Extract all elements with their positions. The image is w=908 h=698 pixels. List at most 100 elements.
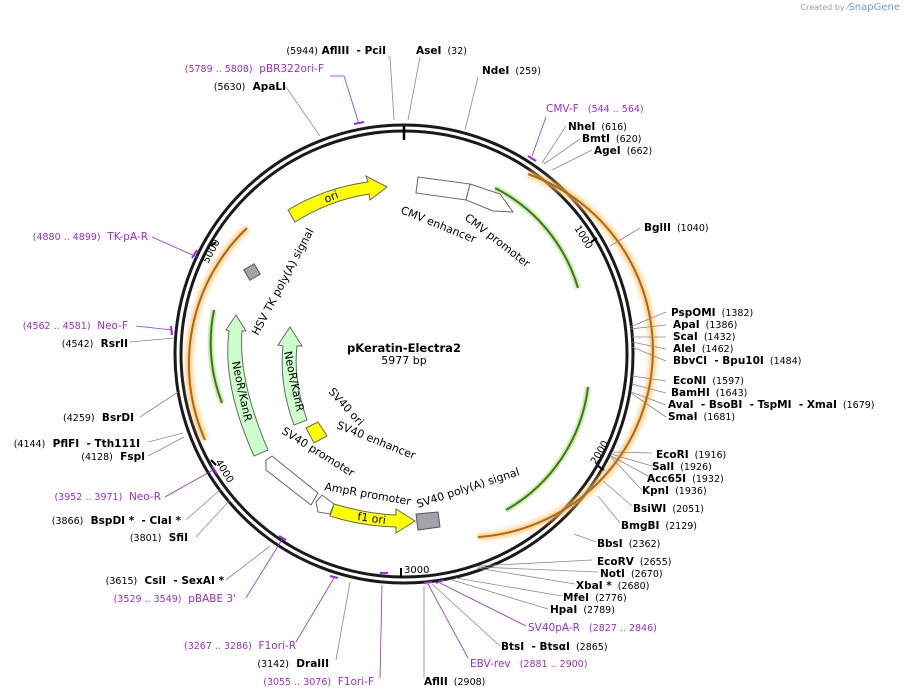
- site-label-part: (5944): [286, 46, 318, 57]
- site-label-part: AvaI: [668, 399, 694, 411]
- snapgene-credit: Created by ⁄SnapGene: [801, 2, 900, 13]
- site-label-part: (1932): [686, 474, 724, 485]
- site-label-part: (544 .. 564): [579, 104, 644, 115]
- site-label-part: (2362): [623, 539, 661, 550]
- feature-label-sv40-enhancer: SV40 enhancer: [335, 419, 418, 463]
- site-label-part: (1462): [696, 344, 734, 355]
- site-label: SV40pA-R (2827 .. 2846): [528, 622, 657, 634]
- site-label-part: AgeI: [594, 145, 621, 157]
- site-label-part: (1926): [674, 462, 712, 473]
- site-label-part: (2789): [577, 605, 615, 616]
- orf-green-bottom-line: [505, 386, 589, 511]
- site-label-part: (662): [621, 146, 653, 157]
- site-label: EcoNI (1597): [673, 375, 744, 387]
- site-label-part: AflII: [424, 676, 448, 688]
- site-label-part: (4128): [81, 452, 113, 463]
- site-label-part: (3866): [52, 516, 84, 527]
- site-label-part: BmgBI: [621, 520, 659, 532]
- site-label: NdeI (259): [482, 65, 541, 77]
- site-label: (5944) AflIII - PciI: [286, 45, 386, 57]
- site-label-part: (1936): [669, 486, 707, 497]
- site-label-part: PspOMI: [671, 307, 716, 319]
- site-label: (3952 .. 3971) Neo-R: [54, 491, 161, 503]
- site-label-part: BtsI: [501, 641, 524, 653]
- plasmid-name: pKeratin-Electra2: [347, 341, 461, 355]
- site-label: BmgBI (2129): [621, 520, 697, 532]
- site-label: NotI (2670): [600, 568, 663, 580]
- tick-2000: [597, 465, 605, 471]
- site-label-part: pBR322ori-F: [253, 63, 324, 75]
- sv40-polya-box: [415, 511, 441, 531]
- site-label: AvaI - BsoBI - TspMI - XmaI (1679): [668, 399, 875, 411]
- site-label: HpaI (2789): [550, 604, 615, 616]
- site-label-part: EBV-rev: [470, 658, 511, 670]
- backbone: [173, 123, 635, 585]
- site-label: (3142) DraIII: [257, 658, 329, 670]
- site-label-part: (3055 .. 3076): [263, 677, 331, 688]
- site-label: BamHI (1643): [671, 387, 747, 399]
- site-label-part: (4144): [14, 439, 46, 450]
- site-label-part: XbaI *: [576, 580, 612, 592]
- site-label: ScaI (1432): [673, 331, 735, 343]
- tick-label-3000: 3000: [404, 565, 429, 576]
- site-label-part: (3952 .. 3971): [54, 492, 122, 503]
- site-label-part: MfeI: [563, 592, 589, 604]
- site-label: (4144) PflFI - Tth111I: [14, 438, 140, 450]
- site-label: (3529 .. 3549) pBABE 3': [114, 593, 236, 605]
- site-label-part: (2051): [666, 504, 704, 515]
- feature-label-cmv-enhancer: CMV enhancer: [399, 204, 478, 246]
- site-label: (4542) RsrII: [62, 338, 128, 350]
- site-lines: [129, 56, 667, 679]
- site-label-part: (2776): [589, 593, 627, 604]
- site-label-part: (1916): [689, 450, 727, 461]
- features: [225, 174, 515, 534]
- site-label-part: (4562 .. 4581): [23, 321, 91, 332]
- site-label: EBV-rev (2881 .. 2900): [470, 658, 588, 670]
- orf-orange-right-line: [477, 173, 654, 538]
- site-label-part: (2680): [612, 581, 650, 592]
- site-label: EcoRI (1916): [656, 449, 726, 461]
- site-label-part: (2865): [570, 642, 608, 653]
- site-label-part: BspDI *: [83, 515, 134, 527]
- neor-inner-arrow: [277, 326, 308, 426]
- site-label-part: - TspMI: [742, 399, 791, 411]
- site-label: (3801) SfiI: [130, 532, 188, 544]
- site-label-part: (1432): [698, 332, 736, 343]
- tick-5000: [210, 241, 217, 247]
- f1-ori-arrow: [329, 503, 416, 534]
- site-label-part: Neo-R: [122, 491, 161, 503]
- site-label: (5789 .. 5808) pBR322ori-F: [185, 63, 324, 75]
- orf-orange-left-line: [187, 227, 248, 441]
- site-label-part: (32): [441, 46, 467, 57]
- site-label: CMV-F (544 .. 564): [546, 103, 644, 115]
- site-label-part: (2881 .. 2900): [511, 659, 588, 670]
- site-label-part: SfiI: [161, 532, 188, 544]
- site-labels: (5944) AflIII - PciI AseI (32) NdeI (259…: [14, 45, 875, 688]
- primer-marks: [170, 121, 537, 584]
- site-label-part: (2670): [625, 569, 663, 580]
- site-label-part: BsrDI: [95, 412, 134, 424]
- site-label-part: (1382): [716, 308, 754, 319]
- site-label: BmtI (620): [582, 133, 641, 145]
- site-label: XbaI * (2680): [576, 580, 649, 592]
- tick-label-1000: 1000: [571, 224, 594, 251]
- orf-green-bottom: [504, 386, 591, 513]
- feature-label-ori: ori: [322, 188, 340, 205]
- site-label-part: (1643): [710, 388, 748, 399]
- site-label-part: (1681): [698, 412, 736, 423]
- plasmid-length: 5977 bp: [381, 354, 426, 367]
- site-label-part: BsiWI: [633, 503, 666, 515]
- site-label-part: CMV-F: [546, 103, 579, 115]
- site-label-part: (2827 .. 2846): [580, 623, 657, 634]
- site-label: BbvCI - Bpu10I (1484): [673, 355, 801, 367]
- site-label-part: NheI: [568, 121, 595, 133]
- credit-prefix: Created by: [800, 3, 845, 12]
- site-label-part: SV40pA-R: [528, 622, 580, 634]
- site-label-part: BglII: [644, 222, 671, 234]
- site-label-part: (5789 .. 5808): [185, 64, 253, 75]
- orf-green-left-line: [209, 309, 223, 404]
- site-label-part: BmtI: [582, 133, 610, 145]
- site-label-part: ApaLI: [245, 81, 286, 93]
- site-label-part: - PciI: [349, 45, 386, 57]
